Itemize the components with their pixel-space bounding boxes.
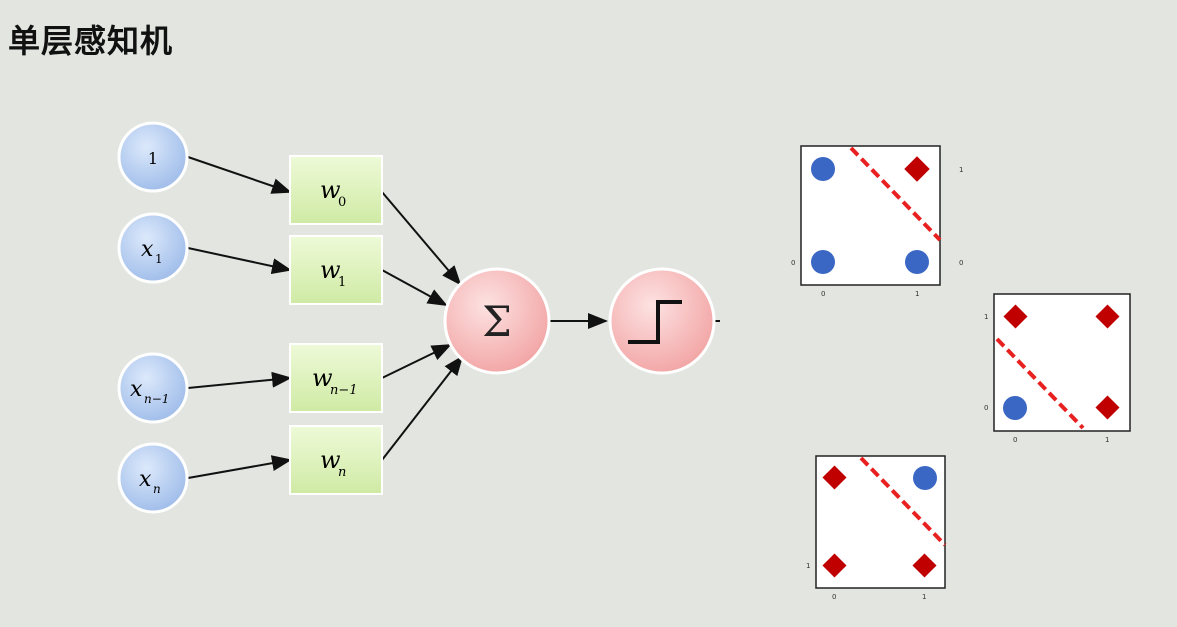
step-function-icon bbox=[628, 300, 682, 344]
input-node-x1: x 1 bbox=[117, 212, 189, 284]
tick-label: 1 bbox=[922, 593, 926, 601]
tick-label: 1 bbox=[959, 166, 963, 174]
weight-label: w bbox=[312, 364, 333, 392]
weight-box-w0: w 0 bbox=[289, 155, 383, 225]
input-subscript: n bbox=[153, 482, 161, 496]
input-label: x bbox=[139, 467, 152, 492]
step-activation-node bbox=[608, 267, 716, 375]
weight-label: w bbox=[320, 256, 341, 284]
weight-subscript: n bbox=[338, 465, 346, 480]
input-node-xn-1: x n−1 bbox=[117, 352, 189, 424]
page-title: 单层感知机 bbox=[8, 22, 174, 60]
tick-label: 0 bbox=[959, 259, 963, 267]
sigma-symbol: Σ bbox=[482, 297, 512, 346]
weight-subscript: 0 bbox=[338, 195, 346, 210]
class-b-point bbox=[904, 156, 930, 182]
input-label: 1 bbox=[148, 149, 158, 168]
tick-label: 1 bbox=[915, 290, 919, 298]
weight-arrows bbox=[381, 191, 720, 461]
decision-boundary bbox=[995, 337, 1085, 430]
weight-subscript: n−1 bbox=[330, 383, 358, 398]
tick-label: 0 bbox=[832, 593, 836, 601]
decision-boundary bbox=[859, 456, 947, 547]
tick-label: 1 bbox=[984, 313, 988, 321]
tick-label: 0 bbox=[821, 290, 825, 298]
class-b-point bbox=[1095, 395, 1120, 420]
plot-3: 1 0 1 bbox=[806, 455, 947, 601]
tick-label: 1 bbox=[1105, 436, 1109, 444]
input-subscript: n−1 bbox=[144, 392, 169, 406]
input-label: x bbox=[141, 237, 154, 262]
sum-node: Σ bbox=[443, 267, 551, 375]
class-a-point bbox=[905, 250, 929, 274]
weight-box-wn-1: w n−1 bbox=[289, 343, 383, 413]
class-a-point bbox=[913, 466, 937, 490]
weight-label: w bbox=[320, 446, 341, 474]
plot-1: 0 1 0 0 1 bbox=[791, 145, 963, 298]
class-b-point bbox=[1095, 304, 1120, 329]
class-a-point bbox=[811, 250, 835, 274]
input-label: x bbox=[130, 377, 143, 402]
input-node-xn: x n bbox=[117, 442, 189, 514]
tick-label: 0 bbox=[984, 404, 988, 412]
plot-2: 1 0 0 1 bbox=[984, 293, 1131, 444]
weight-box-w1: w 1 bbox=[289, 235, 383, 305]
class-a-point bbox=[811, 157, 835, 181]
tick-label: 0 bbox=[1013, 436, 1017, 444]
decision-boundary bbox=[849, 146, 942, 242]
weight-label: w bbox=[320, 176, 341, 204]
input-arrows bbox=[187, 156, 292, 479]
class-a-point bbox=[1003, 396, 1027, 420]
weight-subscript: 1 bbox=[338, 275, 346, 290]
tick-label: 0 bbox=[791, 259, 795, 267]
input-node-bias: 1 bbox=[117, 121, 189, 193]
input-subscript: 1 bbox=[155, 252, 163, 266]
tick-label: 1 bbox=[806, 562, 810, 570]
weight-box-wn: w n bbox=[289, 425, 383, 495]
